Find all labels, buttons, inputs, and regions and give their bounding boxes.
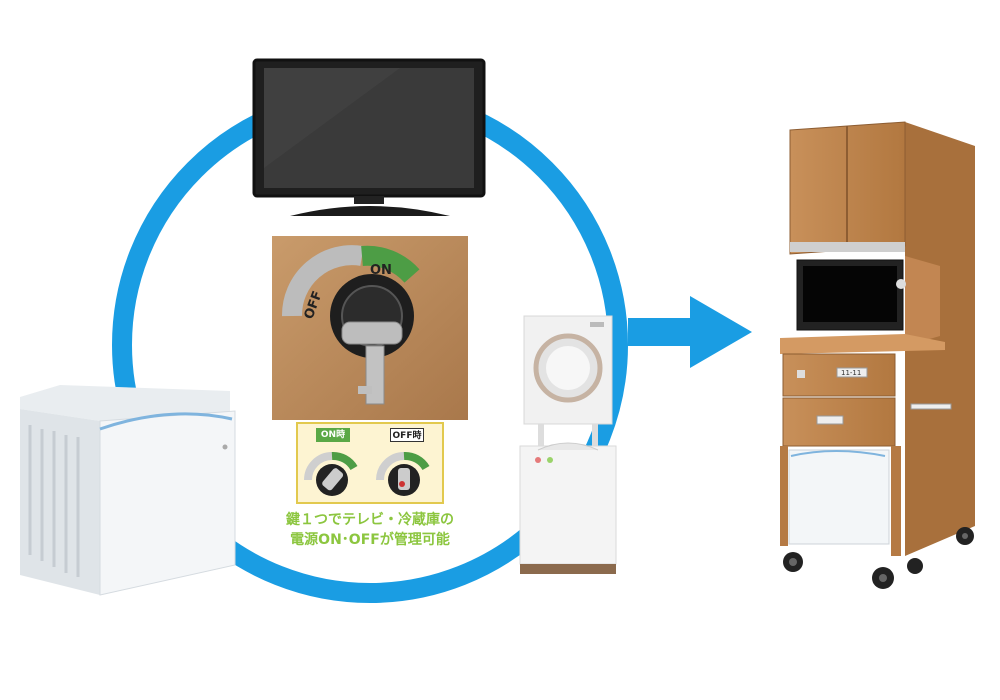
tv-icon	[252, 58, 486, 216]
caption-line-1: 鍵１つでテレビ・冷蔵庫の	[286, 512, 454, 528]
mini-fridge-icon	[20, 385, 236, 596]
mini-switch-on-icon	[304, 452, 358, 496]
feature-caption: 鍵１つでテレビ・冷蔵庫の 電源ON･OFFが管理可能	[270, 510, 470, 550]
washing-machine-icon	[519, 315, 617, 574]
mini-switch-off-icon	[376, 452, 430, 496]
arrow-head-icon	[690, 296, 752, 368]
mini-switches	[304, 452, 430, 496]
bedside-cabinet-icon: 11-11	[780, 121, 975, 589]
on-state-label: ON時	[316, 428, 350, 442]
arrow-shaft	[628, 318, 698, 346]
caption-line-2: 電源ON･OFFが管理可能	[290, 532, 450, 548]
drawer-label: 11-11	[841, 369, 861, 377]
key-switch-photo: ON OFF	[272, 236, 468, 420]
off-state-label: OFF時	[390, 428, 424, 442]
